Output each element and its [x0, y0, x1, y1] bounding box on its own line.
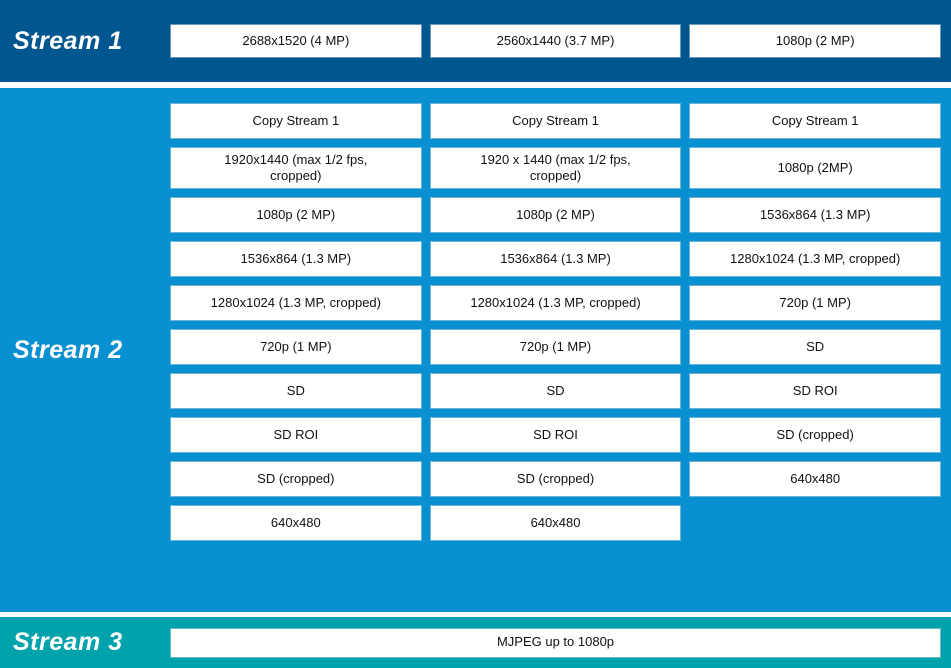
option-box: 1536x864 (1.3 MP): [690, 198, 941, 232]
option-box: 1080p (2 MP): [171, 198, 421, 232]
option-box: 640x480: [690, 462, 941, 496]
stream2-content: Copy Stream 1 1920x1440 (max 1/2 fps, cro…: [171, 88, 951, 612]
stream2-column: Copy Stream 1 1080p (2MP) 1536x864 (1.3 MP…: [690, 104, 941, 540]
stream1-content: 2688x1520 (4 MP) 2560x1440 (3.7 MP) 1080p …: [171, 0, 951, 82]
option-box: SD: [171, 374, 421, 408]
option-box: 1280x1024 (1.3 MP, cropped): [690, 242, 941, 276]
option-box: SD ROI: [171, 418, 421, 452]
stream2-band: Stream 2 Copy Stream 1 1920x1440 (max 1/2…: [0, 88, 951, 612]
stream3-content: MJPEG up to 1080p: [171, 617, 951, 668]
band-divider: [0, 612, 951, 617]
option-box: 1280x1024 (1.3 MP, cropped): [430, 286, 681, 320]
option-box: SD (cropped): [171, 462, 421, 496]
option-box: 1080p (2 MP): [690, 25, 941, 57]
stream3-label: Stream 3: [13, 628, 123, 656]
option-box: 2560x1440 (3.7 MP): [430, 25, 681, 57]
stream1-band: Stream 1 2688x1520 (4 MP) 2560x1440 (3.7 …: [0, 0, 951, 82]
option-box: 720p (1 MP): [171, 330, 421, 364]
stream2-label: Stream 2: [13, 335, 123, 364]
option-box: 1280x1024 (1.3 MP, cropped): [171, 286, 421, 320]
option-box: 1920 x 1440 (max 1/2 fps, cropped): [430, 148, 681, 188]
band-divider: [0, 82, 951, 88]
option-box: SD (cropped): [690, 418, 941, 452]
option-box: 2688x1520 (4 MP): [171, 25, 421, 57]
option-box: Copy Stream 1: [690, 104, 941, 138]
option-box: 720p (1 MP): [430, 330, 681, 364]
option-box: 640x480: [430, 506, 681, 540]
option-box: 1536x864 (1.3 MP): [430, 242, 681, 276]
option-box: 640x480: [171, 506, 421, 540]
stream3-band: Stream 3 MJPEG up to 1080p: [0, 617, 951, 668]
option-box: 1080p (2MP): [690, 148, 941, 188]
option-box: MJPEG up to 1080p: [171, 628, 940, 657]
option-box: 1536x864 (1.3 MP): [171, 242, 421, 276]
stream3-options-row: MJPEG up to 1080p: [171, 628, 940, 657]
stream1-label: Stream 1: [13, 26, 123, 55]
option-box: Copy Stream 1: [430, 104, 681, 138]
stream2-columns: Copy Stream 1 1920x1440 (max 1/2 fps, cro…: [171, 104, 941, 540]
option-box: SD (cropped): [430, 462, 681, 496]
stream2-column: Copy Stream 1 1920x1440 (max 1/2 fps, cro…: [171, 104, 421, 540]
option-box: SD ROI: [430, 418, 681, 452]
option-box: SD: [690, 330, 941, 364]
option-box: SD ROI: [690, 374, 941, 408]
stream1-options-row: 2688x1520 (4 MP) 2560x1440 (3.7 MP) 1080p …: [171, 25, 941, 57]
option-box: 1920x1440 (max 1/2 fps, cropped): [171, 148, 421, 188]
option-box: Copy Stream 1: [171, 104, 421, 138]
stream2-column: Copy Stream 1 1920 x 1440 (max 1/2 fps, c…: [430, 104, 681, 540]
option-box: SD: [430, 374, 681, 408]
option-box: 720p (1 MP): [690, 286, 941, 320]
option-box: 1080p (2 MP): [430, 198, 681, 232]
